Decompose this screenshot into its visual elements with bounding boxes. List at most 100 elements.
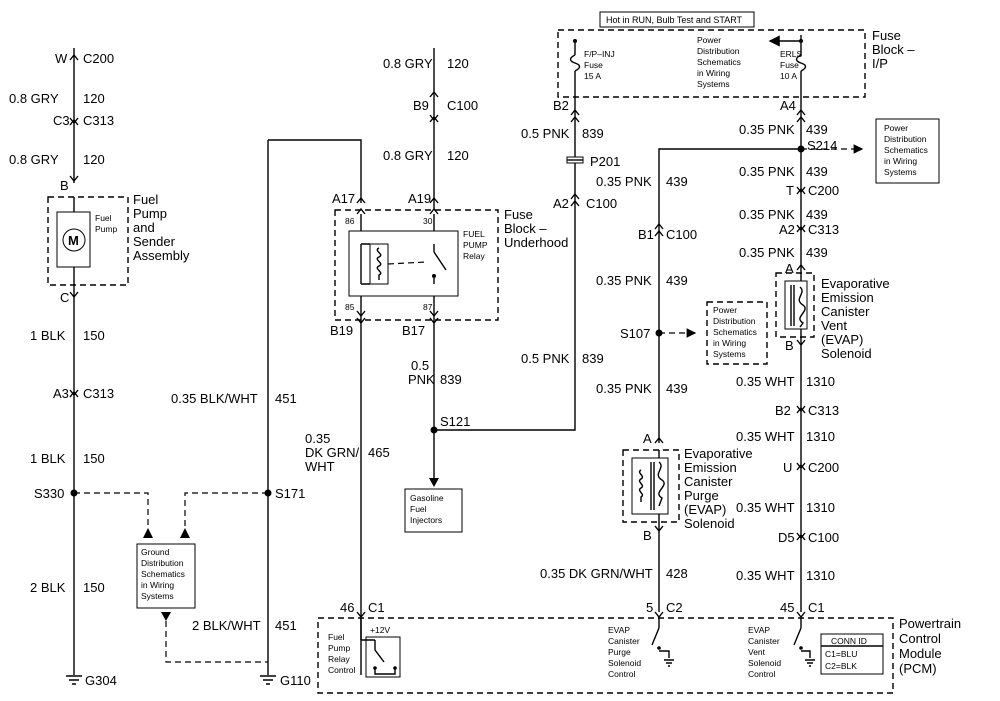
injectors-label: Gasoline Fuel Injectors: [410, 493, 444, 525]
vent-solenoid-icon: [790, 285, 806, 328]
svg-text:Powertrain: Powertrain: [899, 616, 961, 631]
evap-purge-box: [622, 449, 680, 523]
wire-439-size-d: 0.35 PNK: [596, 273, 652, 288]
svg-text:I/P: I/P: [872, 56, 888, 71]
conn-pcm-5-c2: C2: [666, 600, 683, 615]
svg-text:Vent: Vent: [821, 318, 847, 333]
conn-b9: B9: [413, 98, 429, 113]
conn-id-title: CONN ID: [831, 636, 867, 646]
fuse-erls-label: ERLS Fuse 10 A: [780, 49, 803, 81]
svg-text:Canister: Canister: [608, 636, 640, 646]
conn-a2-c313: A2: [779, 222, 795, 237]
conn-pcm-45: 45: [780, 600, 794, 615]
svg-text:EVAP: EVAP: [608, 625, 630, 635]
svg-text:Gasoline: Gasoline: [410, 493, 444, 503]
wire-120-circuit-b: 120: [83, 152, 105, 167]
svg-text:ERLS: ERLS: [780, 49, 803, 59]
wire-839-injector-circuit: 839: [440, 372, 462, 387]
svg-text:Purge: Purge: [684, 488, 719, 503]
svg-text:Vent: Vent: [748, 647, 766, 657]
fuse-block-ip-box: [557, 29, 866, 98]
conn-a2-c100: A2: [553, 196, 569, 211]
fuse-erls-symbol: [795, 54, 807, 72]
wire-1310-circuit-c: 1310: [806, 500, 835, 515]
conn-pcm-46: 46: [340, 600, 354, 615]
wire-839-size-a: 0.5 PNK: [521, 126, 570, 141]
svg-text:Relay: Relay: [463, 251, 485, 261]
conn-purge-b: B: [643, 528, 652, 543]
svg-text:M: M: [68, 233, 79, 248]
ground-g110-label: G110: [280, 673, 311, 688]
wire-465-circuit: 465: [368, 445, 390, 460]
wire-465-size-2: WHT: [305, 459, 335, 474]
conn-c313-b2: C313: [808, 403, 839, 418]
wire-839-size-b: 0.5 PNK: [521, 351, 570, 366]
conn-c100-a2: C100: [586, 196, 617, 211]
evap-purge-title: Evaporative Emission Canister Purge (EVA…: [684, 446, 753, 531]
wire-1310-size-a: 0.35 WHT: [736, 374, 795, 389]
ground-g110-icon: [260, 675, 276, 685]
wire-1310-circuit-a: 1310: [806, 374, 835, 389]
injectors-box: [404, 488, 463, 533]
wire-439-circuit-c: 439: [666, 174, 688, 189]
svg-text:Power: Power: [713, 305, 737, 315]
svg-text:Evaporative: Evaporative: [821, 276, 890, 291]
svg-text:(EVAP): (EVAP): [821, 332, 863, 347]
svg-text:in Wiring: in Wiring: [697, 68, 730, 78]
svg-text:Assembly: Assembly: [133, 248, 190, 263]
wire-465-size-0: 0.35: [305, 431, 330, 446]
wire-120-size-b: 0.8 GRY: [9, 152, 59, 167]
wire-439-circuit-g: 439: [806, 245, 828, 260]
svg-text:Ground: Ground: [141, 547, 170, 557]
svg-text:in Wiring: in Wiring: [141, 580, 174, 590]
relay-coil-icon: [376, 247, 382, 280]
fuse-block-ip-title: Fuse Block – I/P: [872, 28, 915, 71]
pcm-box: [317, 617, 894, 694]
fuel-pump-assembly-box: [47, 196, 129, 286]
pds-right-text: Power Distribution Schematics in Wiring …: [884, 123, 928, 177]
svg-text:Systems: Systems: [884, 167, 917, 177]
svg-text:Control: Control: [748, 669, 776, 679]
ground-distribution-box: [136, 543, 196, 609]
conn-c100-b9: C100: [447, 98, 478, 113]
conn-w: W: [55, 51, 68, 66]
conn-c200-t: C200: [808, 183, 839, 198]
motor-icon: [62, 228, 86, 252]
conn-pcm-45-c1: C1: [808, 600, 825, 615]
pcm-purge-control-label: EVAP Canister Purge Solenoid Control: [608, 625, 641, 679]
ground-g304-label: G304: [85, 673, 117, 688]
wire-150-size-b: 1 BLK: [30, 451, 66, 466]
svg-text:Fuse: Fuse: [780, 60, 799, 70]
svg-text:EVAP: EVAP: [748, 625, 770, 635]
conn-b19: B19: [330, 323, 353, 338]
conn-pcm-5: 5: [646, 600, 653, 615]
svg-text:Power: Power: [884, 123, 908, 133]
gds-text: Ground Distribution Schematics in Wiring…: [141, 547, 185, 601]
pcm-vent-switch-icon: [793, 618, 811, 658]
conn-a19: A19: [408, 191, 431, 206]
conn-b1: B1: [638, 227, 654, 242]
svg-text:Schematics: Schematics: [713, 327, 757, 337]
svg-text:Underhood: Underhood: [504, 235, 568, 250]
wire-439-size-g: 0.35 PNK: [739, 245, 795, 260]
relay-pin-87: 87: [423, 302, 433, 312]
conn-a17: A17: [332, 191, 355, 206]
svg-text:Fuel: Fuel: [328, 632, 345, 642]
conn-pcm-46-c1: C1: [368, 600, 385, 615]
wire-439-circuit-e: 439: [666, 381, 688, 396]
svg-text:(EVAP): (EVAP): [684, 502, 726, 517]
wire-428-circuit: 428: [666, 566, 688, 581]
svg-text:Distribution: Distribution: [884, 134, 927, 144]
svg-text:Sender: Sender: [133, 234, 176, 249]
relay-pin-86: 86: [345, 216, 355, 226]
conn-c313-a2: C313: [808, 222, 839, 237]
wire-439-size-b: 0.35 PNK: [739, 164, 795, 179]
wire-439-size-a: 0.35 PNK: [739, 122, 795, 137]
svg-text:Schematics: Schematics: [697, 57, 741, 67]
conn-c100-b1: C100: [666, 227, 697, 242]
svg-text:Purge: Purge: [608, 647, 631, 657]
svg-text:Fuse: Fuse: [872, 28, 901, 43]
conn-c100-d5: C100: [808, 530, 839, 545]
wire-120-circuit-a: 120: [83, 91, 105, 106]
svg-text:Fuel: Fuel: [133, 192, 158, 207]
